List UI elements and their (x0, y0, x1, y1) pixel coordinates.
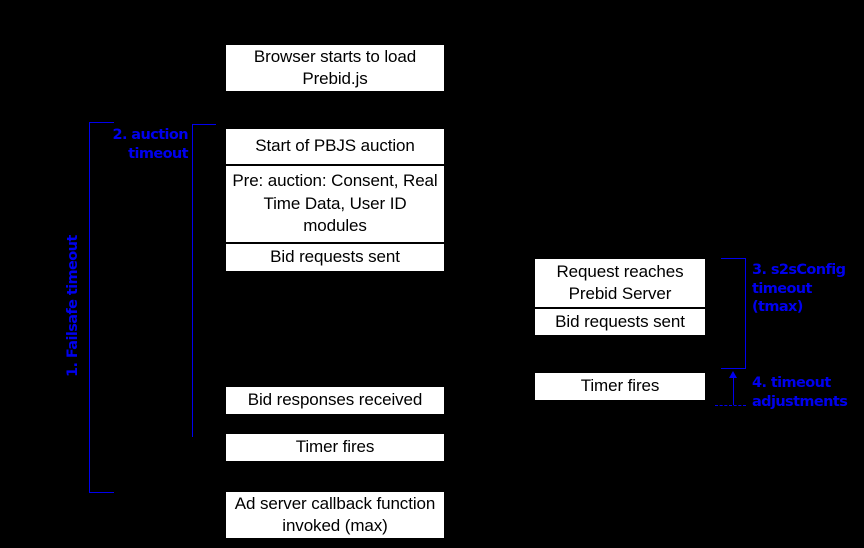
annotation-failsafe-timeout: 1. Failsafe timeout (65, 235, 81, 377)
s2sconfig-timeout-bracket-top-tick (721, 258, 746, 259)
process-box-label: Bid requests sent (555, 311, 685, 331)
process-box-label: Request reaches Prebid Server (556, 261, 684, 303)
process-box-label: Bid responses received (247, 390, 423, 410)
process-box-label: Start of PBJS auction (255, 136, 415, 156)
s2sconfig-timeout-bracket-bottom-tick (721, 368, 746, 369)
s2sconfig-timeout-bracket-spine (745, 258, 746, 369)
process-box-label: Timer fires (295, 437, 375, 457)
process-box-label: Browser starts to load Prebid.js (253, 46, 417, 88)
process-box-browser-load: Browser starts to load Prebid.js (225, 44, 445, 92)
annotation-auction-timeout: 2. auction timeout (112, 127, 188, 162)
process-box-bid-responses-received: Bid responses received (225, 386, 445, 415)
process-box-auction-start: Start of PBJS auction (225, 128, 445, 165)
auction-timeout-bracket-top-tick (192, 124, 216, 125)
timeout-adjustments-baseline (715, 405, 746, 406)
process-box-label: Timer fires (580, 376, 660, 396)
process-box-bid-requests-sent: Bid requests sent (225, 243, 445, 272)
timeout-adjustments-arrow-head (729, 371, 737, 378)
process-box-label: Ad server callback function invoked (max… (234, 493, 436, 535)
process-box-pre-auction: Pre: auction: Consent, Real Time Data, U… (225, 165, 445, 243)
failsafe-timeout-bracket-top-tick (89, 122, 114, 123)
process-box-label: Pre: auction: Consent, Real Time Data, U… (232, 171, 438, 236)
process-box-server-bid-requests-sent: Bid requests sent (534, 308, 706, 336)
process-box-label: Bid requests sent (270, 247, 400, 267)
process-box-request-reaches-server: Request reaches Prebid Server (534, 258, 706, 308)
failsafe-timeout-bracket-bottom-tick (89, 492, 114, 493)
process-box-ad-server-callback: Ad server callback function invoked (max… (225, 491, 445, 539)
timeout-adjustments-arrow-shaft (733, 377, 734, 405)
annotation-s2sconfig-timeout: 3. s2sConfig timeout (tmax) (752, 262, 846, 316)
auction-timeout-bracket-spine (192, 124, 193, 437)
annotation-timeout-adjustments: 4. timeout adjustments (752, 375, 848, 410)
failsafe-timeout-bracket-spine (89, 122, 90, 493)
process-box-server-timer-fires: Timer fires (534, 372, 706, 401)
process-box-timer-fires: Timer fires (225, 433, 445, 462)
